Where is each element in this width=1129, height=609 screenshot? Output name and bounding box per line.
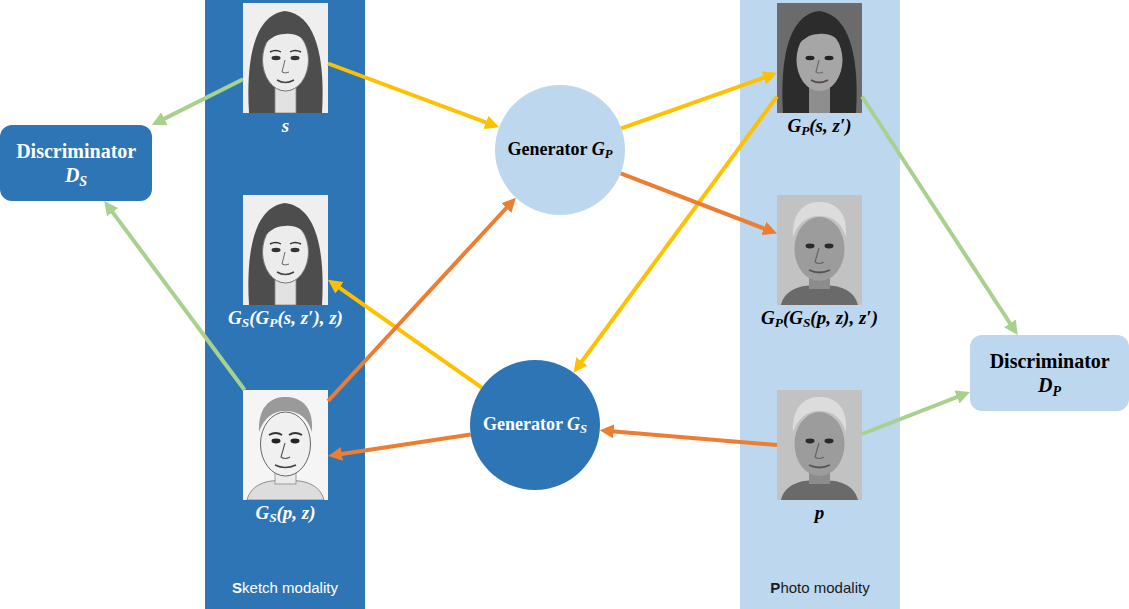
flow-arrow [340,435,471,455]
face-image: GP(GS(p, z), z′) [777,195,862,305]
face-picture [777,390,862,500]
flow-arrow [621,173,766,229]
image-caption: p [737,502,902,525]
face-picture [243,195,328,305]
image-caption: GP(s, z′) [737,115,902,138]
face-image: GS(GP(s, z′), z) [243,195,328,305]
face-picture [243,390,328,500]
modality-band: Sketch modality sGS(GP(s, z′), z) GS(p, z) [205,0,365,609]
image-caption: s [203,115,368,138]
generator-label: Generator GP [508,139,613,161]
image-caption: GS(p, z) [203,502,368,525]
circle-shape [495,85,625,215]
flow-arrow [328,64,488,124]
face-picture [777,3,862,113]
circle-shape [470,360,600,490]
modality-title: Photo modality [740,579,900,596]
flow-arrow [328,207,508,402]
image-caption: GS(GP(s, z′), z) [203,307,368,330]
face-image: s [243,3,328,113]
flow-arrow [338,287,482,388]
flow-arrow [612,431,777,445]
discriminator-box: Discriminator DP [970,335,1129,411]
flow-arrow [163,79,244,119]
face-picture [243,3,328,113]
flow-arrow [862,97,1011,326]
modality-title: Sketch modality [205,579,365,596]
modality-band: Photo modality GP(s, z′) GP(GS(p, z), z′) p [740,0,900,609]
flow-arrow [111,211,244,390]
face-picture [777,195,862,305]
image-caption: GP(GS(p, z), z′) [737,307,902,330]
discriminator-label: Discriminator DS [8,139,144,187]
face-image: p [777,390,862,500]
face-image: GP(s, z′) [777,3,862,113]
generator-circle: Generator GS [470,360,600,490]
discriminator-label: Discriminator DP [982,349,1118,397]
generator-circle: Generator GP [495,85,625,215]
flow-arrow [862,396,959,434]
flow-arrow [621,77,765,128]
generator-label: Generator GS [483,414,587,436]
face-image: GS(p, z) [243,390,328,500]
discriminator-box: Discriminator DS [0,125,152,201]
